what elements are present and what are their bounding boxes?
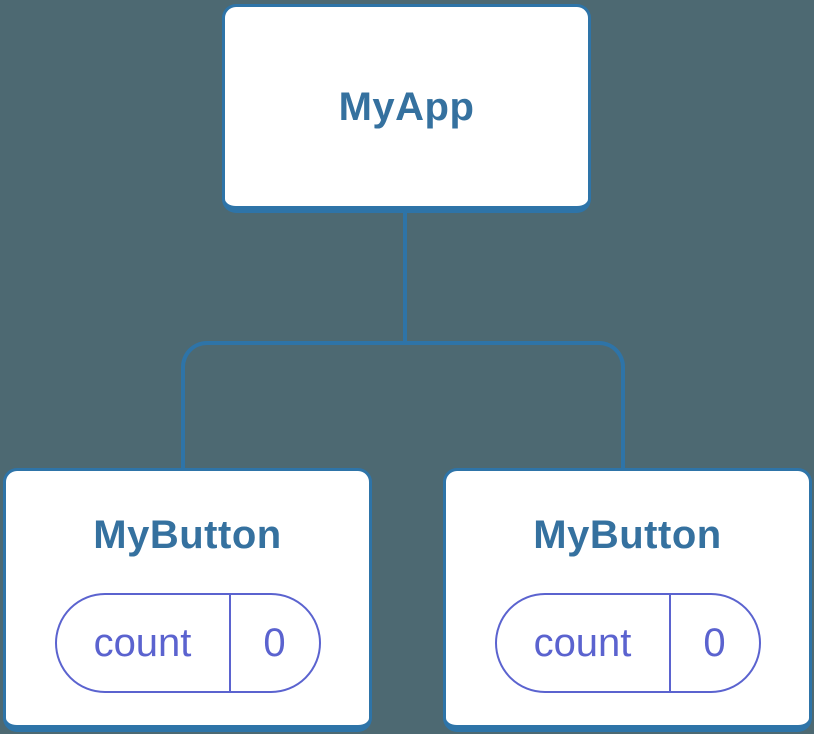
parent-child-connector-stem <box>403 209 407 345</box>
root-component-node: MyApp <box>222 4 591 213</box>
state-value-label: 0 <box>668 595 759 691</box>
state-pill: count 0 <box>494 593 761 693</box>
child-component-label: MyButton <box>93 513 282 557</box>
root-component-label: MyApp <box>338 84 475 129</box>
child-component-node: MyButton count 0 <box>443 468 812 732</box>
child-component-label: MyButton <box>533 513 722 557</box>
state-value-label: 0 <box>228 595 319 691</box>
state-key-label: count <box>533 620 632 665</box>
state-pill: count 0 <box>54 593 321 693</box>
state-key-label: count <box>93 620 192 665</box>
parent-child-connector-branch <box>181 341 625 468</box>
child-component-node: MyButton count 0 <box>3 468 372 732</box>
